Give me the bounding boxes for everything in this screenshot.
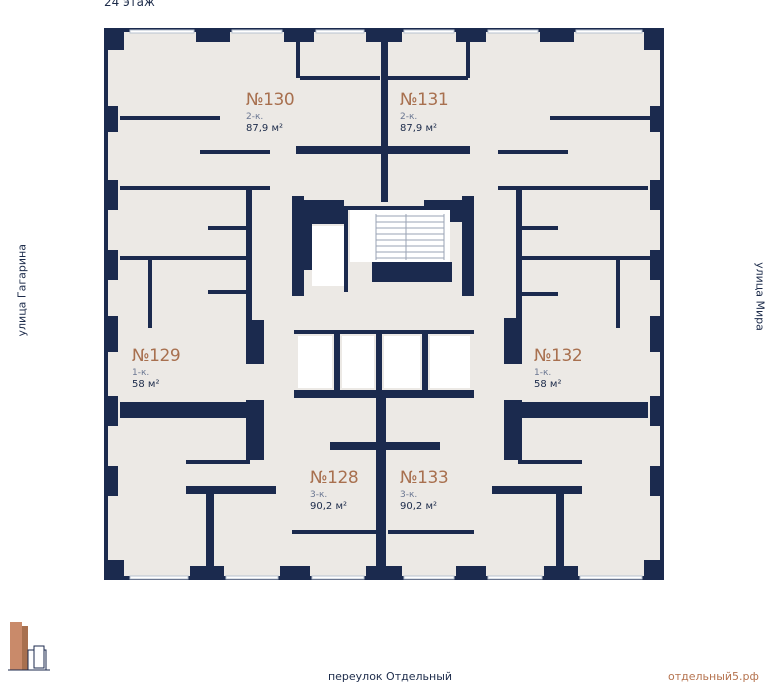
apartment-rooms: 2-к.: [400, 112, 418, 122]
apartment-number: №128: [310, 468, 359, 488]
apartment-rooms: 1-к.: [534, 368, 552, 378]
apartment-area: 90,2 м²: [400, 501, 437, 512]
windows: [129, 29, 643, 580]
apartment-131[interactable]: №131 2-к. 87,9 м²: [400, 90, 449, 134]
interior-walls: [120, 42, 650, 568]
street-left-label: улица Гагарина: [15, 244, 29, 337]
apartment-area: 87,9 м²: [246, 123, 283, 134]
street-right-label: улица Мира: [753, 262, 767, 331]
apartment-rooms: 2-к.: [246, 112, 264, 122]
stair-core: [298, 210, 470, 388]
apartment-number: №130: [246, 90, 295, 110]
apartment-number: №131: [400, 90, 449, 110]
apartment-area: 58 м²: [534, 379, 562, 390]
floor-label: 24 этаж: [104, 0, 155, 9]
website-label: отдельный5.рф: [668, 670, 759, 683]
apartment-area: 90,2 м²: [310, 501, 347, 512]
apartment-number: №132: [534, 346, 583, 366]
apartment-number: №129: [132, 346, 181, 366]
apartment-rooms: 3-к.: [400, 490, 418, 500]
apartment-129[interactable]: №129 1-к. 58 м²: [132, 346, 181, 390]
apartment-area: 87,9 м²: [400, 123, 437, 134]
apartment-133[interactable]: №133 3-к. 90,2 м²: [400, 468, 449, 512]
outer-walls: [104, 28, 664, 580]
stairs: [375, 214, 445, 260]
apartment-132[interactable]: №132 1-к. 58 м²: [534, 346, 583, 390]
apartment-128[interactable]: №128 3-к. 90,2 м²: [310, 468, 359, 512]
building-floor-indicator-icon: [8, 622, 50, 671]
apartment-number: №133: [400, 468, 449, 488]
street-bottom-label: переулок Отдельный: [327, 670, 453, 683]
apartment-rooms: 3-к.: [310, 490, 328, 500]
apartment-area: 58 м²: [132, 379, 160, 390]
apartment-130[interactable]: №130 2-к. 87,9 м²: [246, 90, 295, 134]
apartment-rooms: 1-к.: [132, 368, 150, 378]
